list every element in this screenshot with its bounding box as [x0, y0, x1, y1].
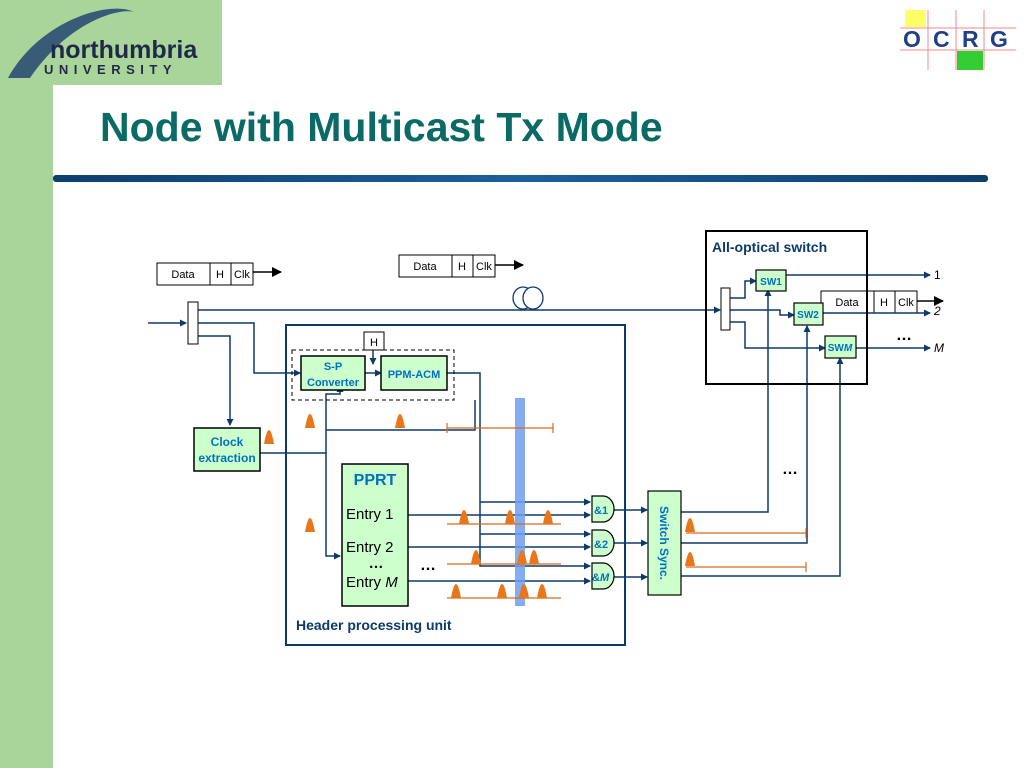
svg-text:SW1: SW1 [760, 277, 782, 288]
input-coupler [187, 301, 199, 345]
packet-input: Data H Clk [156, 262, 282, 286]
swm-prefix: SW [828, 343, 845, 354]
entries-ellipsis: … [420, 557, 436, 574]
clock-extraction-line2: extraction [198, 451, 255, 465]
pprt-title: PPRT [354, 472, 397, 489]
packet-header-field: H [216, 269, 224, 281]
ocrg-letter-o: O [903, 26, 921, 52]
header-field-label: H [370, 337, 378, 349]
svg-text:&1: &1 [594, 505, 608, 517]
and-gate-1-prefix: & [594, 505, 602, 517]
svg-text:&M: &M [592, 572, 610, 584]
sw1-prefix: SW [760, 277, 777, 288]
sp-converter-line2: Converter [307, 377, 360, 389]
main-optical-path [148, 271, 931, 585]
pprt-entry-m: Entry M [346, 574, 398, 591]
title-rule [53, 175, 988, 182]
swm-index: M [844, 343, 853, 354]
switch-sw2: SW2 [793, 302, 824, 326]
output-port-1: 1 [934, 268, 941, 282]
svg-text:SWM: SWM [828, 343, 853, 354]
output-port-2: 2 [933, 304, 941, 318]
packet-data-field: Data [171, 269, 195, 281]
sw1-index: 1 [776, 277, 782, 288]
pprt-ellipsis: … [369, 555, 384, 572]
switch-sync [647, 490, 682, 596]
switch-sync-label: Switch Sync. [657, 506, 671, 580]
switch-sw1: SW1 [755, 269, 787, 292]
packet-clock-field: Clk [898, 297, 914, 309]
packet-data-field: Data [835, 297, 859, 309]
ocrg-letter-g: G [990, 26, 1008, 52]
and-gate-2-prefix: & [594, 539, 602, 551]
university-logo: northumbria UNIVERSITY [0, 0, 222, 85]
and-gate-2-index: 2 [602, 539, 608, 551]
all-optical-switch-box [705, 230, 868, 385]
all-optical-switch-label: All-optical switch [712, 239, 827, 255]
page-title: Node with Multicast Tx Mode [100, 104, 663, 150]
packet-data-field: Data [413, 261, 437, 273]
header-field-box [363, 331, 385, 351]
and-gate-m-prefix: & [592, 572, 600, 584]
ocrg-letter-c: C [933, 26, 950, 52]
packet-clock-field: Clk [476, 261, 492, 273]
ppm-acm [380, 355, 448, 391]
logo-main-text: northumbria [50, 36, 198, 64]
switch-swm: SWM [824, 335, 857, 359]
ocrg-logo: O C R G [900, 10, 1016, 70]
switch-splitter [720, 287, 731, 331]
packet-clock-field: Clk [234, 269, 250, 281]
and-gate-1-index: 1 [602, 505, 608, 517]
pprt-entry-m-prefix: Entry [346, 574, 385, 591]
and-gate-m: &M [591, 562, 615, 590]
packet-output: Data H Clk [820, 290, 944, 314]
pprt-entry-2: Entry 2 [346, 539, 394, 556]
packet-header-field: H [880, 297, 888, 309]
left-stripe [0, 0, 53, 768]
packet-delay: Data H Clk [398, 254, 524, 278]
sp-converter [300, 355, 366, 391]
svg-text:&2: &2 [594, 539, 608, 551]
header-processing-unit-label: Header processing unit [296, 617, 452, 633]
output-port-m: M [934, 341, 944, 355]
sw2-index: 2 [813, 310, 819, 321]
pprt-entry-m-var: M [385, 574, 398, 591]
timing-window-bar [515, 398, 525, 606]
logo-swoosh-icon [8, 8, 134, 78]
sync-ellipsis: … [782, 461, 798, 478]
sp-converter-line1: S-P [324, 361, 342, 373]
packet-header-field: H [458, 261, 466, 273]
fiber-delay-icon [512, 286, 544, 310]
and-gate-m-index: M [600, 572, 610, 584]
pprt-table [341, 463, 409, 607]
ocrg-letter-r: R [962, 26, 979, 52]
pprt-entry-1: Entry 1 [346, 506, 394, 523]
ppm-acm-label: PPM-ACM [388, 369, 441, 381]
switch-ellipsis: … [896, 327, 912, 344]
converter-group [291, 349, 455, 401]
header-processing-unit-box [285, 324, 626, 646]
and-gate-2: &2 [591, 529, 615, 557]
optical-pulses [264, 414, 695, 598]
clock-extraction-line1: Clock [211, 435, 244, 449]
svg-text:SW2: SW2 [797, 310, 819, 321]
and-gate-1: &1 [591, 495, 615, 523]
sw2-prefix: SW [797, 310, 814, 321]
clock-extraction [193, 427, 261, 472]
logo-sub-text: UNIVERSITY [44, 62, 178, 77]
